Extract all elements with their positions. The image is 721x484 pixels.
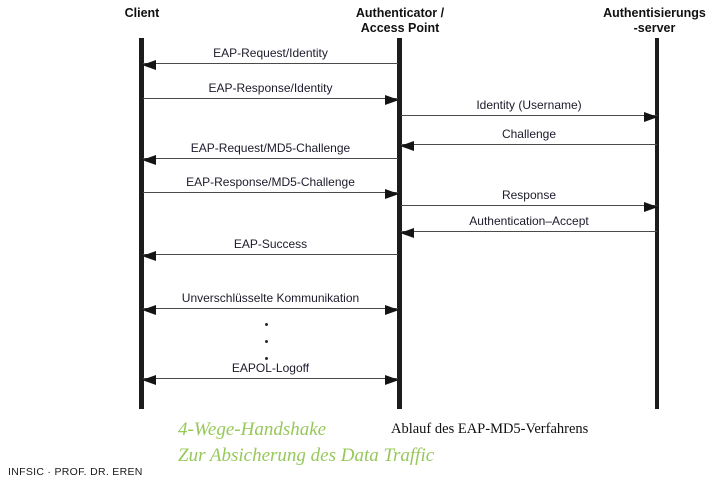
message-line-eap-request-identity: [143, 63, 398, 64]
message-label-eap-request-identity: EAP-Request/Identity: [213, 46, 328, 60]
message-authentication-accept[interactable]: Authentication–Accept: [400, 213, 657, 238]
message-eap-request-identity[interactable]: EAP-Request/Identity: [142, 45, 398, 70]
message-line-eap-response-md5-challenge: [143, 192, 398, 193]
message-line-unverschluesselte-kommunikation: [143, 308, 398, 309]
continuation-dot: [264, 357, 268, 360]
message-label-challenge: Challenge: [501, 127, 557, 141]
message-line-eap-request-md5-challenge: [143, 158, 398, 159]
participant-header-client: Client: [92, 6, 192, 21]
arrowhead-right-icon: [385, 305, 399, 315]
continuation-dot: [264, 340, 268, 343]
annotation-handshake-line2: Zur Absicherung des Data Traffic: [178, 445, 435, 466]
message-line-response: [401, 205, 657, 206]
participant-label-client-line1: Client: [124, 6, 160, 20]
diagram-title-caption: Ablauf des EAP-MD5-Verfahrens: [391, 421, 589, 437]
message-label-authentication-accept: Authentication–Accept: [469, 214, 589, 228]
participant-header-auth-server: Authentisierungs -server: [588, 6, 721, 36]
message-eapol-logoff[interactable]: EAPOL-Logoff: [142, 360, 399, 385]
arrowhead-right-icon: [385, 375, 399, 385]
message-line-identity-username: [401, 115, 657, 116]
message-line-challenge: [401, 144, 657, 145]
participant-label-authenticator-line2: Access Point: [360, 21, 440, 35]
annotation-handshake-line1: 4-Wege-Handshake: [178, 419, 327, 440]
message-response[interactable]: Response: [401, 187, 658, 212]
lifeline-auth-server: [655, 38, 659, 409]
footer-attribution: INFSIC · PROF. DR. EREN: [8, 466, 143, 478]
message-line-eap-success: [143, 254, 398, 255]
message-label-identity-username: Identity (Username): [476, 98, 582, 112]
message-challenge[interactable]: Challenge: [400, 126, 657, 151]
participant-label-auth-server-line2: -server: [633, 21, 676, 35]
message-label-eapol-logoff: EAPOL-Logoff: [231, 361, 310, 375]
lifeline-client: [139, 38, 144, 409]
arrowhead-left-icon: [142, 375, 156, 385]
message-eap-success[interactable]: EAP-Success: [142, 236, 398, 261]
participant-header-authenticator: Authenticator / Access Point: [330, 6, 470, 36]
arrowhead-left-icon: [400, 228, 414, 238]
message-label-eap-request-md5-challenge: EAP-Request/MD5-Challenge: [190, 141, 351, 155]
arrowhead-left-icon: [142, 155, 156, 165]
message-eap-response-identity[interactable]: EAP-Response/Identity: [143, 80, 399, 105]
participant-label-authenticator-line1: Authenticator /: [355, 6, 445, 20]
lifeline-authenticator: [397, 38, 402, 409]
message-label-eap-success: EAP-Success: [233, 237, 308, 251]
message-identity-username[interactable]: Identity (Username): [401, 97, 658, 122]
message-line-authentication-accept: [401, 231, 657, 232]
arrowhead-right-icon: [644, 202, 658, 212]
arrowhead-left-icon: [142, 251, 156, 261]
message-line-eapol-logoff: [143, 378, 398, 379]
message-eap-response-md5-challenge[interactable]: EAP-Response/MD5-Challenge: [143, 174, 399, 199]
participant-label-auth-server-line1: Authentisierungs: [603, 6, 706, 20]
arrowhead-left-icon: [142, 305, 156, 315]
message-label-unverschluesselte-kommunikation: Unverschlüsselte Kommunikation: [181, 291, 360, 305]
message-label-response: Response: [501, 188, 557, 202]
arrowhead-right-icon: [385, 95, 399, 105]
continuation-dots: [248, 323, 284, 374]
message-label-eap-response-md5-challenge: EAP-Response/MD5-Challenge: [186, 175, 355, 189]
arrowhead-right-icon: [385, 189, 399, 199]
message-eap-request-md5-challenge[interactable]: EAP-Request/MD5-Challenge: [142, 140, 398, 165]
message-label-eap-response-identity: EAP-Response/Identity: [208, 81, 333, 95]
arrowhead-left-icon: [400, 141, 414, 151]
arrowhead-left-icon: [142, 60, 156, 70]
continuation-dot: [264, 323, 268, 326]
arrowhead-right-icon: [644, 112, 658, 122]
message-line-eap-response-identity: [143, 98, 398, 99]
message-unverschluesselte-kommunikation[interactable]: Unverschlüsselte Kommunikation: [142, 290, 399, 315]
